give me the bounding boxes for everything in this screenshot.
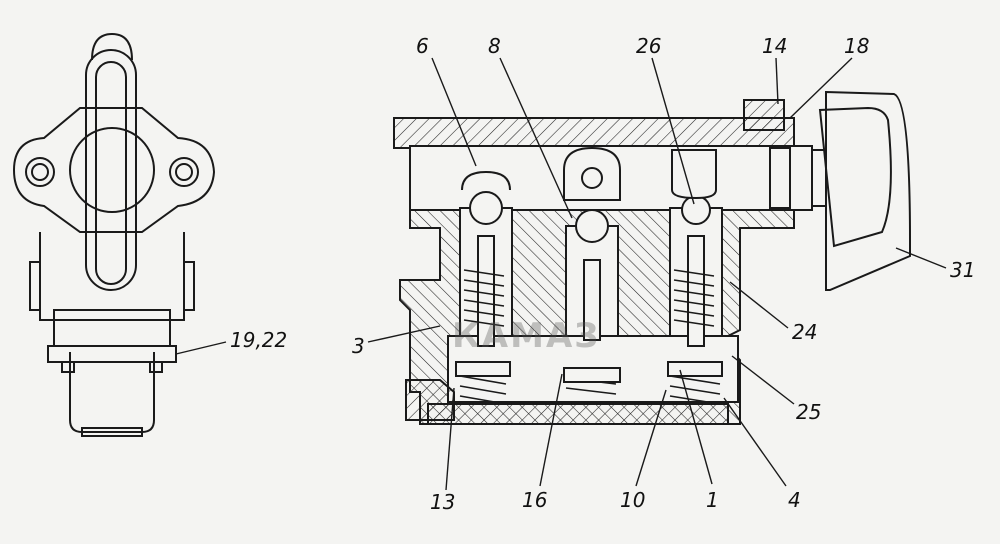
callout-4: 4 [788, 488, 801, 512]
watermark: КАМАЗ [452, 316, 601, 356]
callout-24: 24 [792, 320, 818, 344]
callout-16: 16 [522, 488, 548, 512]
callout-31: 31 [950, 258, 976, 282]
callout-10: 10 [620, 488, 646, 512]
callout-1: 1 [706, 488, 719, 512]
callout-3: 3 [352, 334, 365, 358]
callout-18: 18 [844, 34, 870, 58]
callout-19-22: 19,22 [230, 328, 288, 352]
callout-8: 8 [488, 34, 501, 58]
callout-6: 6 [416, 34, 429, 58]
section-view [393, 90, 911, 425]
callout-13: 13 [430, 490, 456, 514]
leader-lines [175, 57, 947, 491]
callout-25: 25 [796, 400, 822, 424]
callout-26: 26 [636, 34, 662, 58]
side-view [12, 32, 216, 437]
callout-14: 14 [762, 34, 788, 58]
